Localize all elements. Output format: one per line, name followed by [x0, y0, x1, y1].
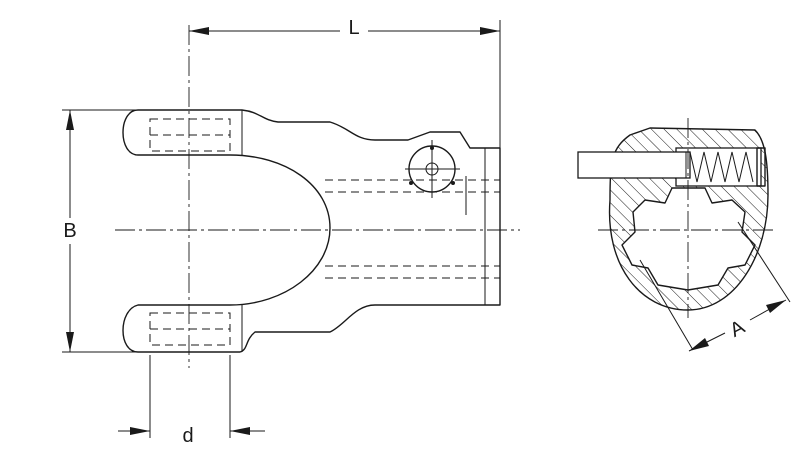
yoke-outline	[122, 109, 501, 353]
B-arrow-bottom	[66, 332, 74, 352]
d-arrow-left	[130, 427, 150, 435]
dimension-label-L: L	[348, 17, 359, 39]
dimension-label-d: d	[182, 425, 193, 447]
A-arrow-left	[689, 338, 709, 351]
dimension-label-B: B	[63, 220, 76, 242]
dimension-label-A: A	[726, 316, 749, 342]
A-extension-left	[639, 259, 694, 351]
dimension-d: d	[118, 355, 265, 447]
dimension-L: L	[189, 17, 501, 148]
spring-end-cap	[756, 147, 766, 187]
locking-pin	[577, 151, 691, 179]
boss-dot-1	[409, 181, 413, 185]
dimension-B: B	[62, 109, 138, 353]
B-arrow-top	[66, 110, 74, 130]
L-arrow-right	[480, 27, 500, 35]
A-arrow-right	[766, 300, 786, 313]
hub-section-view	[577, 118, 775, 318]
boss-dot-2	[451, 181, 455, 185]
compression-spring	[689, 151, 754, 183]
yoke-side-view	[115, 25, 520, 368]
d-arrow-right	[230, 427, 250, 435]
L-arrow-left	[189, 27, 209, 35]
A-extension-right	[737, 221, 791, 303]
